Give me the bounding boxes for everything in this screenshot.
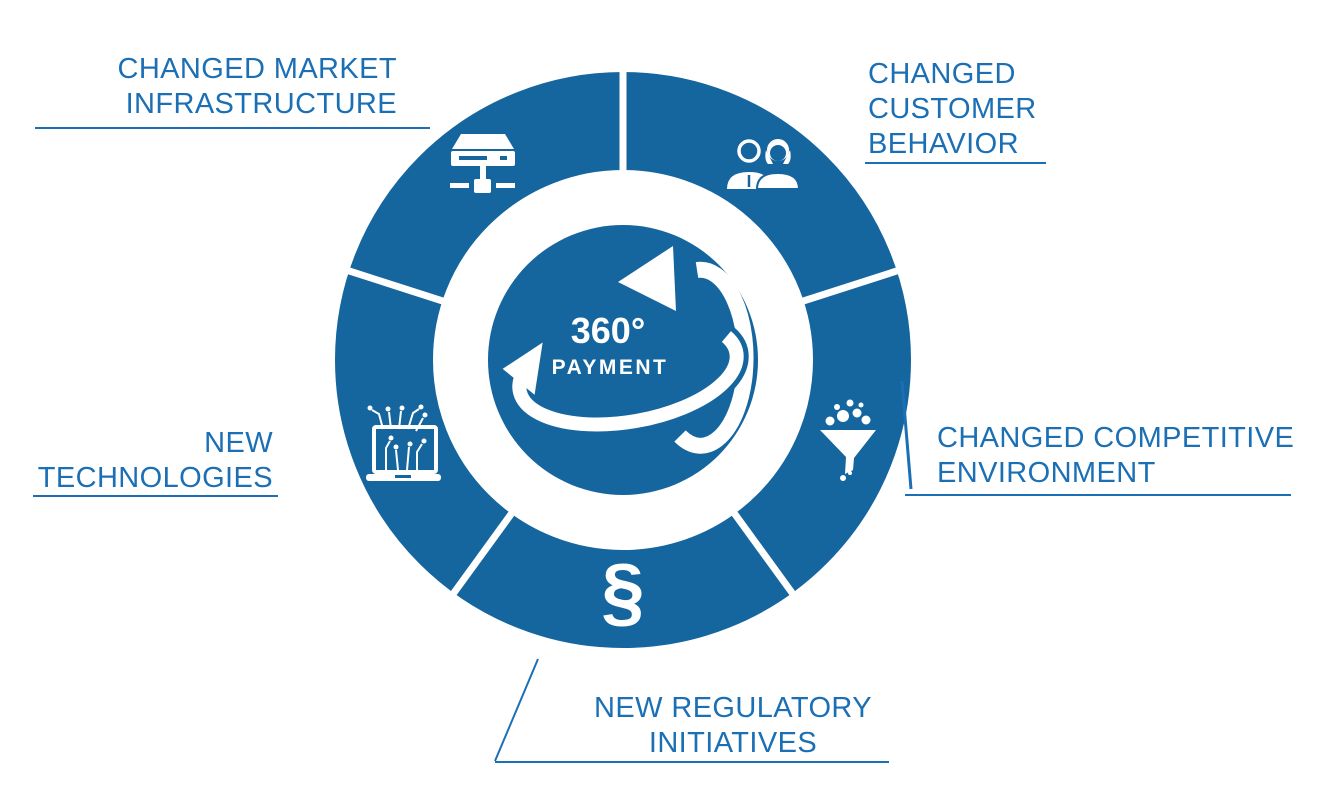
segment-divider-lower-right — [726, 503, 801, 604]
funnel-icon — [820, 399, 876, 481]
payment-360-logo: 360° PAYMENT — [502, 246, 754, 454]
orbit-arrowhead-icon — [502, 342, 543, 395]
label-new-technologies: NEW TECHNOLOGIES — [35, 426, 273, 496]
segment-dividers — [338, 62, 908, 604]
orbit-arrow-band — [512, 331, 744, 432]
two-people-icon — [727, 137, 801, 190]
segment-divider-lower-left — [445, 503, 520, 604]
leader-regulatory-initiatives — [494, 658, 539, 762]
label-changed-competitive-environment: CHANGED COMPETITIVE ENVIRONMENT — [937, 421, 1307, 491]
label-line: INITIATIVES — [648, 727, 818, 759]
label-line: NEW REGULATORY — [594, 692, 872, 724]
label-new-regulatory-initiatives: NEW REGULATORY INITIATIVES — [560, 691, 906, 761]
loop-arrowhead-icon — [618, 246, 676, 311]
label-changed-market-infrastructure: CHANGED MARKET INFRASTRUCTURE — [35, 52, 397, 122]
laptop-circuit-icon — [366, 404, 441, 481]
leader-competitive-environment — [900, 380, 913, 490]
label-changed-customer-behavior: CHANGED CUSTOMER BEHAVIOR — [868, 57, 1088, 162]
label-line: CHANGED COMPETITIVE — [937, 422, 1295, 454]
loop-arrow — [674, 261, 754, 454]
label-line: CUSTOMER — [868, 93, 1037, 125]
label-line: BEHAVIOR — [868, 128, 1019, 160]
segment-divider-upper-right — [792, 264, 908, 308]
label-line: CHANGED MARKET — [117, 53, 397, 85]
logo-degrees-text: 360° — [571, 310, 645, 351]
server-network-icon — [450, 134, 515, 193]
label-rules — [33, 127, 1291, 763]
orbit-arrow — [502, 327, 749, 437]
section-sign-icon: § — [601, 547, 644, 635]
label-line: INFRASTRUCTURE — [125, 88, 397, 120]
logo-word-text: PAYMENT — [552, 356, 669, 379]
label-line: ENVIRONMENT — [937, 457, 1156, 489]
segment-divider-upper-left — [338, 264, 454, 308]
label-line: NEW — [204, 427, 273, 459]
label-line: CHANGED — [868, 58, 1016, 90]
label-line: TECHNOLOGIES — [37, 462, 273, 494]
